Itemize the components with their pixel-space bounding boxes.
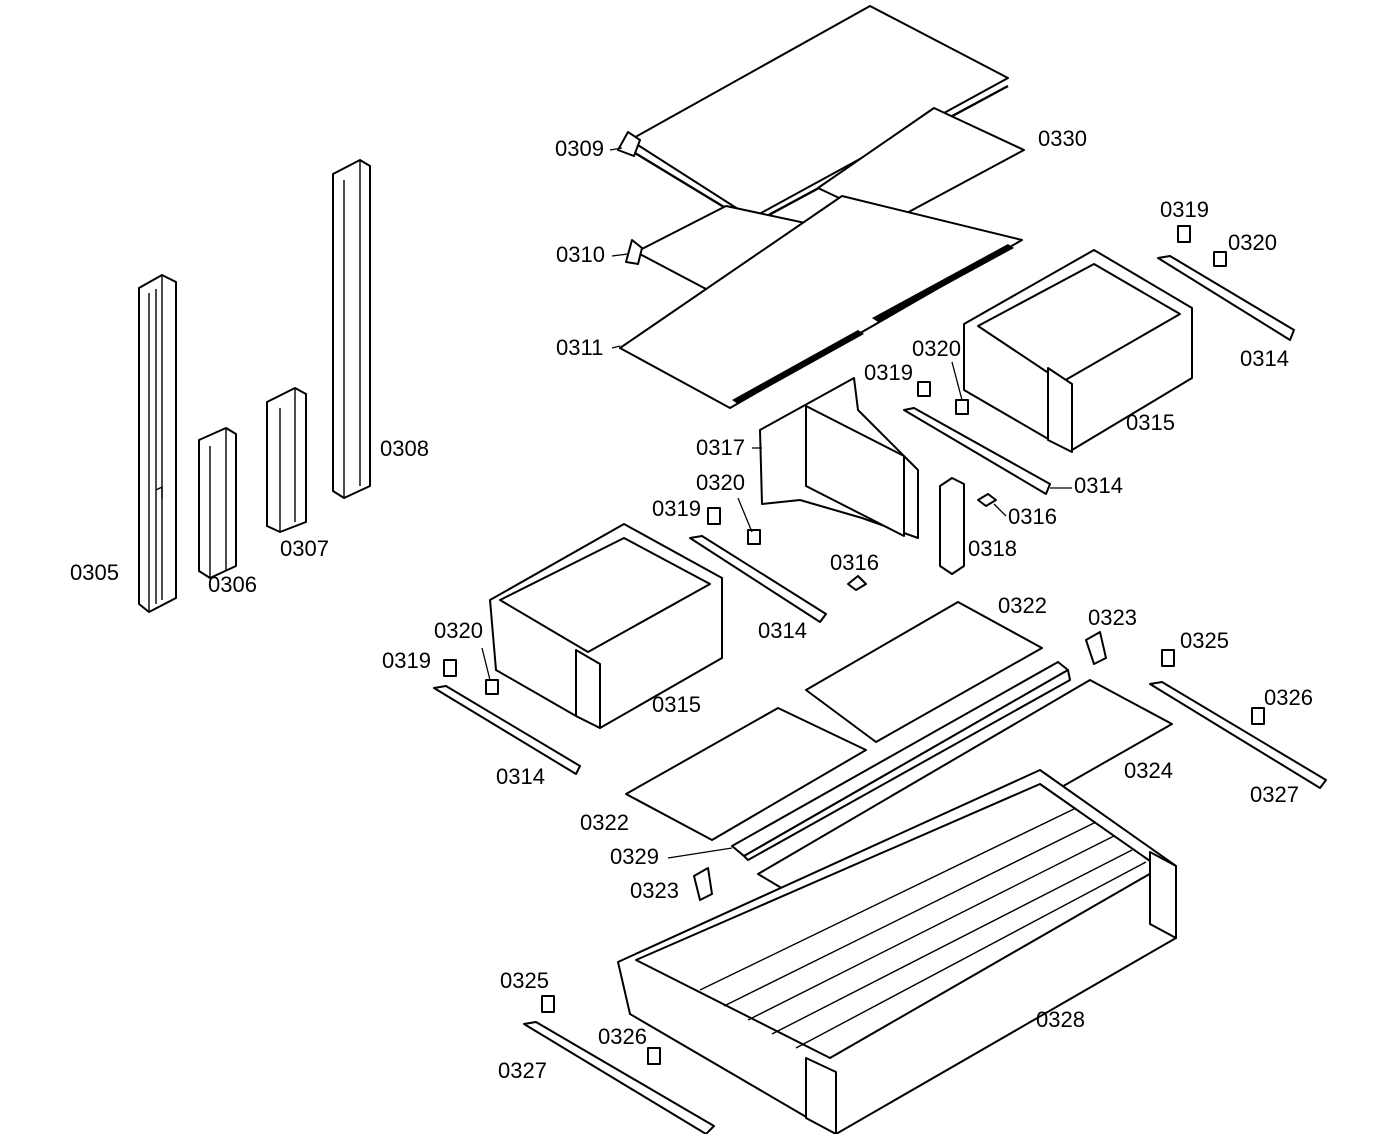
part-0311-shelf bbox=[619, 195, 1023, 409]
part-0328-bin bbox=[617, 769, 1177, 1134]
label-0325-left: 0325 bbox=[500, 968, 549, 993]
label-0317: 0317 bbox=[696, 435, 745, 460]
label-0319-left: 0319 bbox=[382, 648, 431, 673]
label-0327-right: 0327 bbox=[1250, 782, 1299, 807]
label-0315-right: 0315 bbox=[1126, 410, 1175, 435]
part-0314-slide-mid bbox=[903, 407, 1051, 495]
label-0320-left: 0320 bbox=[434, 618, 483, 643]
part-0320-clip-top-right bbox=[1213, 251, 1227, 267]
part-0327-slide-right bbox=[1149, 681, 1327, 789]
part-0329-strip bbox=[731, 661, 1071, 861]
label-0314-center: 0314 bbox=[758, 618, 807, 643]
label-0314-left: 0314 bbox=[496, 764, 545, 789]
part-0314-slide-top-right bbox=[1157, 255, 1295, 341]
label-0318: 0318 bbox=[968, 536, 1017, 561]
part-0309-shelf bbox=[617, 5, 1009, 226]
part-0316-clip-center bbox=[847, 575, 867, 591]
part-0308-rail bbox=[332, 159, 371, 499]
label-0310: 0310 bbox=[556, 242, 605, 267]
label-0316-center: 0316 bbox=[830, 550, 879, 575]
part-0314-slide-left bbox=[433, 685, 581, 775]
label-0311: 0311 bbox=[556, 335, 603, 360]
part-0316-clip-right bbox=[977, 493, 997, 507]
part-0323-bracket-right bbox=[1085, 631, 1107, 665]
label-0326-right: 0326 bbox=[1264, 685, 1313, 710]
part-0306-rail bbox=[198, 427, 237, 579]
label-0306: 0306 bbox=[208, 572, 257, 597]
label-0314-mid: 0314 bbox=[1074, 473, 1123, 498]
label-0324: 0324 bbox=[1124, 758, 1173, 783]
label-0325-right: 0325 bbox=[1180, 628, 1229, 653]
part-0318-post bbox=[939, 477, 965, 575]
label-0307: 0307 bbox=[280, 536, 329, 561]
label-0322-right: 0322 bbox=[998, 593, 1047, 618]
part-0315-drawer-right bbox=[963, 249, 1193, 453]
part-0320-clip-left bbox=[485, 679, 499, 695]
part-0320-clip-center bbox=[747, 529, 761, 545]
label-0309: 0309 bbox=[555, 136, 604, 161]
leader-lines bbox=[481, 147, 1072, 859]
label-0316-right: 0316 bbox=[1008, 504, 1057, 529]
label-0330: 0330 bbox=[1038, 126, 1087, 151]
label-0320-top-right: 0320 bbox=[1228, 230, 1277, 255]
part-0307-rail bbox=[266, 387, 307, 533]
label-0322-left: 0322 bbox=[580, 810, 629, 835]
part-0325-clip-left bbox=[541, 995, 555, 1013]
part-0325-clip-right bbox=[1161, 649, 1175, 667]
part-0327-slide-left bbox=[523, 1021, 715, 1134]
part-0326-clip-left bbox=[647, 1047, 661, 1065]
label-0327-left: 0327 bbox=[498, 1058, 547, 1083]
part-0323-bracket-left bbox=[693, 867, 713, 901]
bin-ribs bbox=[699, 807, 1147, 1049]
label-0320-center: 0320 bbox=[696, 470, 745, 495]
part-0322-cover-right bbox=[805, 601, 1043, 743]
label-0308: 0308 bbox=[380, 436, 429, 461]
part-0319-clip-top-right bbox=[1177, 225, 1191, 243]
part-0319-clip-left bbox=[443, 659, 457, 677]
part-0305-rail bbox=[138, 274, 177, 613]
part-0319-clip-center bbox=[707, 507, 721, 525]
label-0314-top-right: 0314 bbox=[1240, 346, 1289, 371]
part-0315-drawer-left bbox=[489, 523, 723, 729]
part-0319-clip-mid bbox=[917, 381, 931, 397]
label-0328: 0328 bbox=[1036, 1007, 1085, 1032]
part-0320-clip-mid bbox=[955, 399, 969, 415]
part-0314-slide-center bbox=[689, 535, 827, 623]
part-0326-clip-right bbox=[1251, 707, 1265, 725]
part-0322-cover-left bbox=[625, 707, 867, 841]
label-0323-left: 0323 bbox=[630, 878, 679, 903]
part-0317-divider bbox=[759, 377, 919, 539]
label-0326-left: 0326 bbox=[598, 1024, 647, 1049]
label-0319-top-right: 0319 bbox=[1160, 197, 1209, 222]
label-0323-right: 0323 bbox=[1088, 605, 1137, 630]
part-labels: 0305 0306 0307 0308 0309 0310 0311 0330 … bbox=[70, 126, 1313, 1083]
label-0329: 0329 bbox=[610, 844, 659, 869]
label-0315-left: 0315 bbox=[652, 692, 701, 717]
label-0305: 0305 bbox=[70, 560, 119, 585]
label-0320-mid: 0320 bbox=[912, 336, 961, 361]
label-0319-center: 0319 bbox=[652, 496, 701, 521]
label-0319-mid: 0319 bbox=[864, 360, 913, 385]
